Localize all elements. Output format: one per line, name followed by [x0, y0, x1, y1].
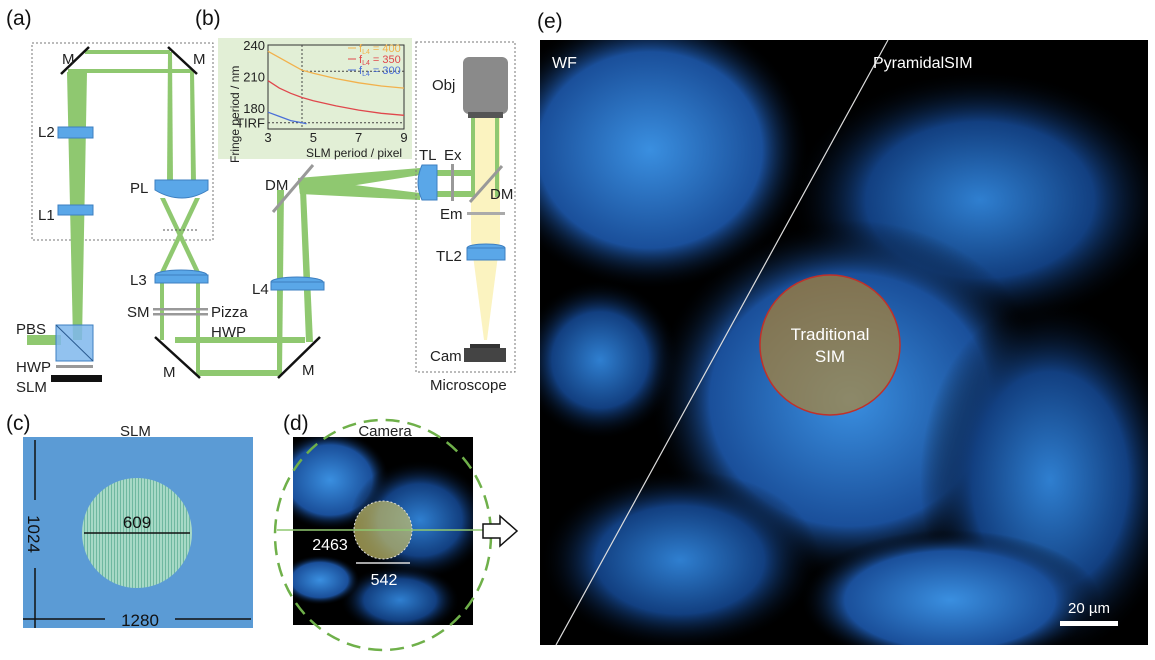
series-line — [267, 50, 405, 89]
dm-label: DM — [490, 186, 513, 203]
pizza-hwp-plate — [153, 313, 208, 316]
outer-diameter-label: 2463 — [312, 537, 348, 554]
mirror-label: M — [62, 51, 75, 68]
inner-diameter-label: 542 — [371, 572, 398, 589]
x-tick-label: 7 — [355, 130, 362, 145]
excitation-beam — [495, 117, 499, 197]
lens-label-l2: L2 — [38, 124, 55, 141]
chart-background — [218, 38, 412, 159]
x-tick-label: 3 — [264, 130, 271, 145]
mirrors — [60, 46, 321, 379]
emission-filter — [467, 212, 505, 215]
y-tick-label: 210 — [243, 70, 265, 85]
y-tick-label: 180 — [243, 101, 265, 116]
ex-label: Ex — [444, 147, 462, 164]
tl-label: TL — [419, 147, 437, 164]
legend-entry: fL4 = 350 — [359, 54, 401, 67]
emission-beam — [471, 117, 500, 340]
lens-label-l4: L4 — [252, 281, 269, 298]
cam-label: Cam — [430, 348, 462, 365]
panel-label-b: (b) — [195, 7, 221, 30]
height-label: 1024 — [24, 515, 43, 553]
sm-label: SM — [127, 304, 150, 321]
x-tick-label: 5 — [310, 130, 317, 145]
dichroic-mirror — [271, 164, 315, 213]
slm-label: SLM — [16, 379, 47, 396]
dimension-arrows — [23, 440, 251, 628]
split-divider — [555, 39, 889, 646]
lens-label-pl: PL — [130, 180, 148, 197]
em-label: Em — [440, 206, 463, 223]
legend-entry: fL4 = 300 — [359, 65, 401, 78]
objective-tip — [468, 112, 503, 118]
slm-title: SLM — [120, 423, 151, 440]
x-tick-label: 9 — [400, 130, 407, 145]
panel-label-c: (c) — [6, 412, 31, 435]
traditional-sim-region — [759, 274, 901, 416]
tube-lens — [417, 164, 438, 201]
lens-label-l3: L3 — [130, 272, 147, 289]
legend-entry: fL4 = 400 — [359, 43, 401, 56]
mirror-label: M — [193, 51, 206, 68]
microscope-label: Microscope — [430, 377, 507, 394]
module-box — [31, 42, 214, 241]
camera — [464, 348, 506, 362]
scale-bar-label: 20 µm — [1068, 600, 1110, 617]
shutter-plate — [153, 308, 208, 311]
obj-label: Obj — [432, 77, 455, 94]
series-line — [267, 111, 307, 125]
dichroic-mirror — [468, 165, 504, 203]
width-label: 1280 — [121, 611, 159, 630]
pyramidalsim-label: PyramidalSIM — [873, 55, 973, 72]
slm-device — [51, 375, 102, 382]
camera-sensor — [470, 344, 500, 349]
panel-label-a: (a) — [6, 7, 32, 30]
hwp-plate — [56, 365, 93, 368]
traditional-label: Traditional — [791, 325, 870, 344]
scale-bar — [1060, 621, 1118, 626]
x-axis-title: SLM period / pixel — [306, 146, 402, 160]
pbs-diagonal — [55, 324, 94, 362]
mirror-label: M — [302, 362, 315, 379]
microscope-box — [415, 41, 516, 373]
tube-lens-2-body — [466, 247, 506, 261]
wf-label: WF — [552, 55, 577, 72]
tl2-label: TL2 — [436, 248, 462, 265]
lens-label-l1: L1 — [38, 207, 55, 224]
sim-label: SIM — [815, 347, 845, 366]
plot-frame — [267, 44, 405, 130]
diameter-label: 609 — [123, 513, 151, 532]
series-line — [267, 80, 405, 116]
y-tick-label: TIRF — [236, 116, 265, 131]
arrow-right-icon — [482, 514, 519, 548]
y-tick-label: 240 — [243, 38, 265, 53]
pizza-label: Pizza — [211, 304, 248, 321]
camera-title: Camera — [358, 423, 412, 440]
pbs-label: PBS — [16, 321, 46, 338]
excitation-filter — [451, 164, 454, 201]
mirror-label: M — [163, 364, 176, 381]
hwp-label: HWP — [16, 359, 51, 376]
panel-label-d: (d) — [283, 412, 309, 435]
pizza-hwp-label: HWP — [211, 324, 246, 341]
y-axis-title: Fringe period / nm — [228, 66, 242, 163]
lenses — [57, 126, 325, 291]
objective — [463, 57, 508, 114]
dm-label: DM — [265, 177, 288, 194]
panel-label-e: (e) — [537, 10, 563, 33]
cell-image — [540, 40, 1148, 645]
excitation-beam — [471, 117, 475, 197]
